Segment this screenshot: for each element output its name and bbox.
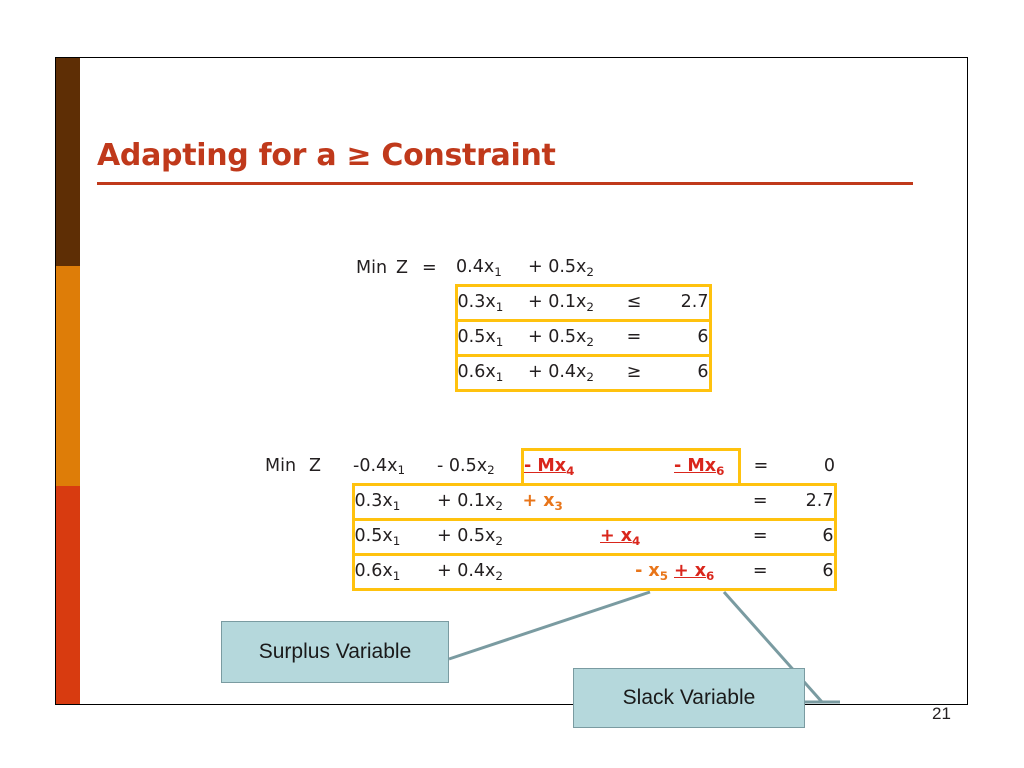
accent-segment-orange — [56, 266, 80, 486]
std-objective-term-x1: -0.4x1 — [353, 455, 406, 478]
constraint-row: 0.3x1 + 0.1x2 ≤ 2.7 — [356, 284, 712, 322]
original-model-equations: Min Z = 0.4x1 + 0.5x2 0.3x1 + 0.1x2 ≤ 2.… — [356, 252, 712, 392]
constraint-row: 0.5x1 + 0.5x2 = 6 — [356, 319, 712, 357]
accent-segment-brown — [56, 58, 80, 266]
std-constraint-row: 0.5x1 + 0.5x2 + x4 = 6 — [265, 518, 837, 556]
std-row-2-rhs: 6 — [781, 518, 837, 556]
spacer — [265, 520, 309, 555]
spacer — [265, 555, 309, 590]
constraint-3-term-x2: + 0.4x2 — [528, 354, 614, 392]
spacer — [356, 356, 396, 391]
constraint-1-term-x2: + 0.1x2 — [528, 284, 614, 322]
constraint-row: 0.6x1 + 0.4x2 ≥ 6 — [356, 354, 712, 392]
constraint-2-rhs: 6 — [654, 319, 712, 357]
std-row-3-term-x2: + 0.4x2 — [437, 553, 523, 591]
std-row-2-slot-3 — [674, 518, 740, 556]
std-row-3-surplus-x5: - x5 — [600, 553, 674, 591]
page-title: Adapting for a ≥ Constraint — [97, 138, 556, 173]
std-objective-row: Min Z -0.4x1 - 0.5x2 - Mx4 - Mx6 = 0 — [265, 448, 835, 486]
std-row-3-artificial-x6: + x6 — [674, 553, 740, 591]
std-row-3-rhs: 6 — [781, 553, 837, 591]
std-row-2-term-x2: + 0.5x2 — [437, 518, 523, 556]
spacer — [309, 520, 353, 555]
std-constraint-row: 0.6x1 + 0.4x2 - x5 + x6 = 6 — [265, 553, 837, 591]
spacer — [356, 321, 396, 356]
objective-term-x1: 0.4x1 — [456, 257, 502, 280]
accent-segment-red — [56, 486, 80, 704]
constraint-1-term-x1: 0.3x1 — [454, 284, 528, 322]
objective-z-label: Z — [396, 258, 408, 278]
spacer — [396, 321, 422, 356]
spacer — [396, 356, 422, 391]
std-row-1-term-x2: + 0.1x2 — [437, 483, 523, 521]
spacer — [309, 485, 353, 520]
std-constraint-row: 0.3x1 + 0.1x2 + x3 = 2.7 — [265, 483, 837, 521]
std-row-1-slot-2 — [600, 483, 674, 521]
constraint-1-rhs: 2.7 — [654, 284, 712, 322]
std-row-1-relation: = — [739, 483, 781, 521]
std-row-1-rhs: 2.7 — [781, 483, 837, 521]
std-row-2-term-x1: 0.5x1 — [351, 518, 437, 556]
std-objective-relation: = — [753, 455, 769, 476]
std-objective-term-Mx6: - Mx6 — [674, 448, 741, 486]
objective-min-label: Min — [356, 258, 388, 278]
std-objective-term-Mx4: - Mx4 — [521, 448, 600, 486]
std-row-1-term-x1: 0.3x1 — [351, 483, 437, 521]
std-row-1-slack-x3: + x3 — [522, 483, 600, 521]
objective-equals: = — [422, 258, 437, 278]
constraint-3-relation: ≥ — [614, 354, 654, 392]
spacer — [422, 286, 456, 321]
callout-surplus-variable[interactable]: Surplus Variable — [221, 621, 449, 683]
objective-rel-spacer — [614, 252, 654, 286]
std-row-1-slot-3 — [674, 483, 740, 521]
constraint-2-term-x2: + 0.5x2 — [528, 319, 614, 357]
objective-row: Min Z = 0.4x1 + 0.5x2 — [356, 252, 710, 286]
std-objective-min-label: Min — [265, 456, 297, 477]
standard-form-equations: Min Z -0.4x1 - 0.5x2 - Mx4 - Mx6 = 0 0.3… — [265, 448, 837, 591]
constraint-2-term-x1: 0.5x1 — [454, 319, 528, 357]
std-row-2-slot-1 — [522, 518, 600, 556]
title-block: Adapting for a ≥ Constraint — [97, 138, 913, 185]
spacer — [422, 356, 456, 391]
spacer — [396, 286, 422, 321]
spacer — [356, 286, 396, 321]
std-objective-term-x2: - 0.5x2 — [437, 455, 495, 478]
std-row-3-term-x1: 0.6x1 — [351, 553, 437, 591]
objective-term-x2: + 0.5x2 — [528, 257, 594, 280]
std-objective-z-label: Z — [309, 456, 321, 477]
left-accent-bar — [55, 57, 80, 705]
constraint-1-relation: ≤ — [614, 284, 654, 322]
spacer — [422, 321, 456, 356]
page-number: 21 — [932, 704, 951, 723]
objective-rhs-spacer — [654, 252, 710, 286]
constraint-3-rhs: 6 — [654, 354, 712, 392]
std-row-3-slot-1 — [522, 553, 600, 591]
spacer — [265, 485, 309, 520]
std-row-2-artificial-x4: + x4 — [600, 518, 674, 556]
std-objective-gap — [600, 448, 674, 486]
std-row-3-relation: = — [739, 553, 781, 591]
callout-slack-variable[interactable]: Slack Variable — [573, 668, 805, 728]
spacer — [309, 555, 353, 590]
std-objective-rhs: 0 — [823, 455, 835, 476]
std-row-2-relation: = — [739, 518, 781, 556]
constraint-2-relation: = — [614, 319, 654, 357]
title-underline-rule — [97, 182, 913, 185]
constraint-3-term-x1: 0.6x1 — [454, 354, 528, 392]
